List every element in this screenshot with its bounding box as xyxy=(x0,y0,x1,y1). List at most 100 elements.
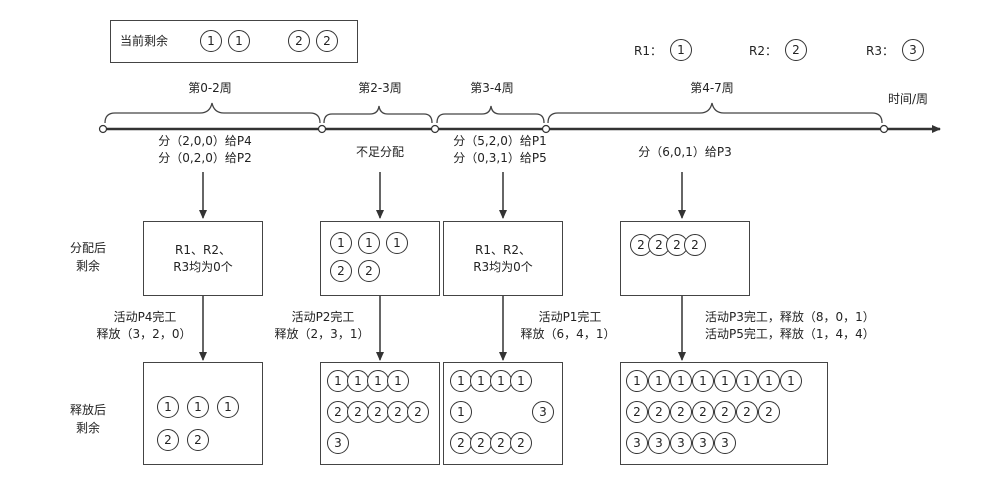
release-event-text: 活动P2完工 xyxy=(291,310,355,324)
resource-circle: 1 xyxy=(470,370,492,392)
period-label: 第3-4周 xyxy=(470,81,514,95)
resource-circle: 2 xyxy=(736,401,758,423)
release-event-text: 活动P3完工，释放（8，0，1） xyxy=(705,310,875,324)
period-brace xyxy=(104,102,321,124)
resource-circle: 2 xyxy=(758,401,780,423)
resource-circle: 1 xyxy=(736,370,758,392)
resource-circle: 1 xyxy=(510,370,532,392)
row-label-after-allocation: 剩余 xyxy=(75,259,100,273)
resource-circle: 1 xyxy=(330,232,352,254)
timeline-point xyxy=(879,124,889,134)
period-label: 第4-7周 xyxy=(690,81,734,95)
after-allocation-box: R1、R2、 R3均为0个 xyxy=(443,221,563,296)
period-label: 第2-3周 xyxy=(358,81,402,95)
resource-circle: 1 xyxy=(450,370,472,392)
row-label-after-release: 释放后 xyxy=(69,403,106,417)
resource-circle: 2 xyxy=(407,401,429,423)
remaining-circle: 2 xyxy=(288,30,310,52)
allocation-text: 分（5,2,0）给P1 xyxy=(453,134,547,148)
resource-circle: 1 xyxy=(758,370,780,392)
allocation-text: 分（0,3,1）给P5 xyxy=(453,151,547,165)
resource-circle: 2 xyxy=(347,401,369,423)
resource-circle: 2 xyxy=(387,401,409,423)
resource-circle: 2 xyxy=(187,429,209,451)
resource-circle: 3 xyxy=(648,432,670,454)
resource-circle: 1 xyxy=(648,370,670,392)
legend-r3-circle: 3 xyxy=(902,39,924,61)
resource-circle: 2 xyxy=(510,432,532,454)
resource-circle: 2 xyxy=(330,260,352,282)
release-event-text: 释放（6，4，1） xyxy=(520,327,616,341)
remaining-circle: 2 xyxy=(316,30,338,52)
row-label-after-release: 剩余 xyxy=(75,421,100,435)
box-text: R1、R2、 xyxy=(175,243,231,257)
legend-r3-label: R3： xyxy=(866,44,894,58)
row-label-after-allocation: 分配后 xyxy=(69,241,106,255)
current-remaining-box: 当前剩余 1 1 2 2 xyxy=(110,20,358,63)
resource-circle: 2 xyxy=(684,234,706,256)
box-text: R3均为0个 xyxy=(473,260,533,274)
resource-circle: 1 xyxy=(157,396,179,418)
resource-circle: 2 xyxy=(626,401,648,423)
resource-circle: 2 xyxy=(450,432,472,454)
resource-circle: 1 xyxy=(327,370,349,392)
resource-circle: 1 xyxy=(387,370,409,392)
after-allocation-box: R1、R2、 R3均为0个 xyxy=(143,221,263,296)
release-event-text: 释放（2，3，1） xyxy=(274,327,370,341)
resource-circle: 2 xyxy=(157,429,179,451)
resource-circle: 2 xyxy=(670,401,692,423)
resource-circle: 3 xyxy=(692,432,714,454)
resource-circle: 2 xyxy=(648,401,670,423)
box-text: R1、R2、 xyxy=(475,243,531,257)
timeline-point xyxy=(98,124,108,134)
allocation-text: 分（0,2,0）给P2 xyxy=(158,151,252,165)
resource-circle: 2 xyxy=(714,401,736,423)
resource-circle: 3 xyxy=(670,432,692,454)
resource-circle: 1 xyxy=(692,370,714,392)
release-event-text: 活动P5完工，释放（1，4，4） xyxy=(705,327,875,341)
period-brace xyxy=(323,105,433,124)
allocation-text: 分（6,0,1）给P3 xyxy=(638,145,732,159)
resource-circle: 1 xyxy=(347,370,369,392)
release-event-text: 活动P4完工 xyxy=(113,310,177,324)
timeline-axis-label: 时间/周 xyxy=(888,92,929,106)
allocation-text: 分（2,0,0）给P4 xyxy=(158,134,252,148)
resource-circle: 3 xyxy=(327,432,349,454)
legend-r1-circle: 1 xyxy=(670,39,692,61)
timeline-point xyxy=(317,124,327,134)
release-event-text: 释放（3，2，0） xyxy=(96,327,192,341)
resource-circle: 1 xyxy=(367,370,389,392)
legend-r1-label: R1： xyxy=(634,44,662,58)
resource-circle: 2 xyxy=(490,432,512,454)
resource-circle: 3 xyxy=(626,432,648,454)
legend-r2-circle: 2 xyxy=(785,39,807,61)
timeline-point xyxy=(430,124,440,134)
resource-circle: 2 xyxy=(692,401,714,423)
remaining-circle: 1 xyxy=(200,30,222,52)
period-brace xyxy=(547,102,883,124)
resource-circle: 2 xyxy=(327,401,349,423)
resource-circle: 2 xyxy=(470,432,492,454)
resource-circle: 1 xyxy=(386,232,408,254)
legend-r2-label: R2： xyxy=(749,44,777,58)
resource-circle: 1 xyxy=(187,396,209,418)
period-label: 第0-2周 xyxy=(188,81,232,95)
allocation-text: 不足分配 xyxy=(355,145,404,159)
resource-circle: 1 xyxy=(358,232,380,254)
resource-circle: 2 xyxy=(358,260,380,282)
resource-circle: 1 xyxy=(670,370,692,392)
resource-circle: 3 xyxy=(532,401,554,423)
resource-circle: 1 xyxy=(714,370,736,392)
resource-circle: 1 xyxy=(626,370,648,392)
resource-circle: 3 xyxy=(714,432,736,454)
timeline-point xyxy=(541,124,551,134)
resource-circle: 1 xyxy=(450,401,472,423)
resource-circle: 2 xyxy=(367,401,389,423)
current-remaining-label: 当前剩余 xyxy=(120,34,169,48)
